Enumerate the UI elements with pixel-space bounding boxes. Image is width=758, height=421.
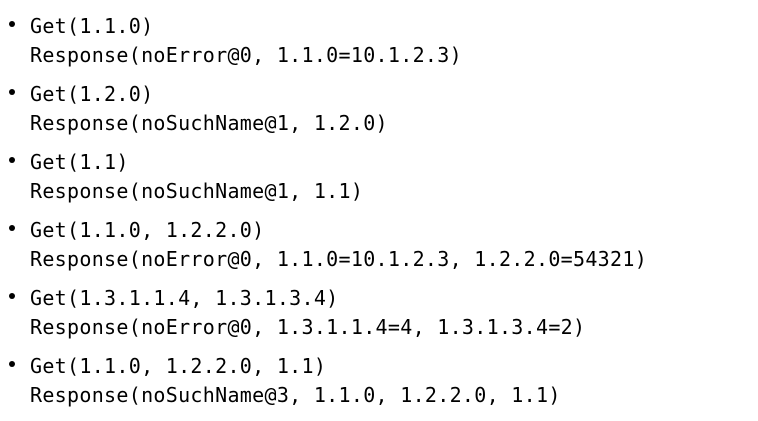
get-response: Response(noError@0, 1.1.0=10.1.2.3, 1.2.…: [30, 247, 648, 271]
bullet-icon: [9, 361, 15, 367]
list-item: Get(1.1.0, 1.2.2.0) Response(noError@0, …: [0, 216, 647, 284]
get-response: Response(noSuchName@1, 1.2.0): [30, 111, 388, 135]
get-response: Response(noError@0, 1.3.1.1.4=4, 1.3.1.3…: [30, 315, 586, 339]
get-response: Response(noSuchName@3, 1.1.0, 1.2.2.0, 1…: [30, 383, 561, 407]
get-response: Response(noError@0, 1.1.0=10.1.2.3): [30, 43, 462, 67]
get-response: Response(noSuchName@1, 1.1): [30, 179, 364, 203]
bullet-icon: [9, 225, 15, 231]
list-item: Get(1.1.0) Response(noError@0, 1.1.0=10.…: [0, 12, 647, 80]
get-request: Get(1.1.0, 1.2.2.0): [30, 218, 265, 242]
bullet-icon: [9, 89, 15, 95]
list-item: Get(1.3.1.1.4, 1.3.1.3.4) Response(noErr…: [0, 284, 647, 352]
get-request: Get(1.1): [30, 150, 129, 174]
get-request: Get(1.1.0): [30, 14, 154, 38]
list-item: Get(1.1.0, 1.2.2.0, 1.1) Response(noSuch…: [0, 352, 647, 420]
list-item: Get(1.1) Response(noSuchName@1, 1.1): [0, 148, 647, 216]
get-request: Get(1.2.0): [30, 82, 154, 106]
bullet-icon: [9, 157, 15, 163]
bullet-icon: [9, 293, 15, 299]
snmp-example-list: Get(1.1.0) Response(noError@0, 1.1.0=10.…: [0, 12, 647, 420]
get-request: Get(1.3.1.1.4, 1.3.1.3.4): [30, 286, 339, 310]
bullet-icon: [9, 21, 15, 27]
list-item: Get(1.2.0) Response(noSuchName@1, 1.2.0): [0, 80, 647, 148]
get-request: Get(1.1.0, 1.2.2.0, 1.1): [30, 354, 327, 378]
